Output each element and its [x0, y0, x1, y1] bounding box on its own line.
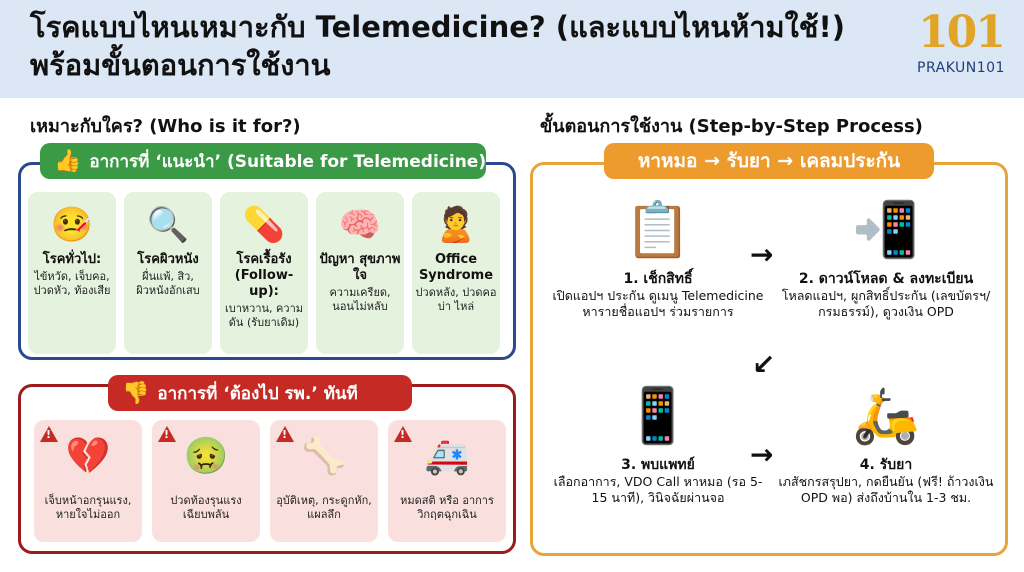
warning-icon — [158, 426, 176, 442]
arrow-down-left-icon: ↙ — [752, 348, 776, 381]
card-title: โรคผิวหนัง — [137, 252, 199, 267]
emergency-label-text: อาการที่ ‘ต้องไป รพ.’ ทันที — [157, 383, 358, 404]
delivery-scooter-icon: 🛵 — [852, 384, 920, 447]
arrow-right-icon: → — [750, 438, 774, 471]
insurance-document-search-icon: 📋 — [624, 198, 692, 261]
step-desc: โหลดแอปฯ, ผูกสิทธิ์ประกัน (เลขบัตรฯ/กรมธ… — [781, 288, 991, 319]
suitable-card-general: 🤒 โรคทั่วไป: ไข้หวัด, เจ็บคอ, ปวดหัว, ท้… — [28, 192, 116, 354]
video-call-doctor-icon: 📱 — [624, 384, 692, 447]
emergency-card-accident: 🦴 อุบัติเหตุ, กระดูกหัก, แผลลึก — [270, 420, 378, 542]
card-title: Office Syndrome — [418, 252, 494, 283]
card-title: โรคเรื้อรัง (Follow-up): — [234, 252, 294, 299]
suitable-label: 👍 อาการที่ ‘แนะนำ’ (Suitable for Telemed… — [40, 143, 486, 179]
emergency-card-unconscious: 🚑 หมดสติ หรือ อาการวิกฤตฉุกเฉิน — [388, 420, 506, 542]
step-desc: เลือกอาการ, VDO Call หาหมอ (รอ 5-15 นาที… — [553, 474, 763, 505]
flow-label: หาหมอ → รับยา → เคลมประกัน — [604, 143, 934, 179]
card-title: ปัญหา สุขภาพใจ — [319, 252, 401, 283]
left-section-heading: เหมาะกับใคร? (Who is it for?) — [30, 116, 301, 137]
step-see-doctor: 📱 3. พบแพทย์ เลือกอาการ, VDO Call หาหมอ … — [548, 376, 768, 506]
card-desc: เบาหวาน, ความดัน (รับยาเดิม) — [225, 302, 303, 329]
thumbs-down-icon: 👎 — [122, 380, 150, 406]
emergency-card-stomach: 🤢 ปวดท้องรุนแรง เฉียบพลัน — [152, 420, 260, 542]
card-title: โรคทั่วไป: — [42, 252, 102, 267]
suitable-card-chronic: 💊 โรคเรื้อรัง (Follow-up): เบาหวาน, ความ… — [220, 192, 308, 354]
broken-bone-car-icon: 🦴 — [301, 436, 347, 477]
suitable-card-mental: 🧠 ปัญหา สุขภาพใจ ความเครียด, นอนไม่หลับ — [316, 192, 404, 354]
step-desc: เปิดแอปฯ ประกัน ดูเมนู Telemedicine หารา… — [552, 288, 764, 319]
page-title: โรคแบบไหนเหมาะกับ Telemedicine? (และแบบไ… — [30, 8, 900, 84]
neck-pain-icon: 🙎 — [434, 205, 478, 245]
card-desc: ปวดท้องรุนแรง เฉียบพลัน — [170, 494, 242, 521]
ambulance-unconscious-icon: 🚑 — [424, 436, 470, 477]
step-title: 4. รับยา — [859, 457, 913, 473]
logo-text: PRAKUN101 — [917, 60, 1005, 76]
card-desc: ความเครียด, นอนไม่หลับ — [329, 286, 391, 313]
step-receive-medicine: 🛵 4. รับยา เภสัชกรสรุปยา, กดยืนยัน (ฟรี!… — [770, 376, 1002, 506]
suitable-label-text: อาการที่ ‘แนะนำ’ (Suitable for Telemedic… — [89, 151, 487, 172]
suitable-card-skin: 🔍 โรคผิวหนัง ผื่นแพ้, สิว, ผิวหนังอักเสบ — [124, 192, 212, 354]
arrow-right-icon: → — [750, 238, 774, 271]
phone-download-policy-icon: 📲 — [852, 198, 920, 261]
sick-person-thermometer-icon: 🤒 — [50, 205, 94, 245]
card-desc: อุบัติเหตุ, กระดูกหัก, แผลลึก — [276, 494, 372, 521]
card-desc: ไข้หวัด, เจ็บคอ, ปวดหัว, ท้องเสีย — [33, 270, 111, 297]
card-desc: ปวดหลัง, ปวดคอ บ่า ไหล่ — [415, 286, 497, 313]
step-title: 2. ดาวน์โหลด & ลงทะเบียน — [798, 271, 974, 287]
medicine-bp-monitor-icon: 💊 — [242, 205, 286, 245]
warning-icon — [40, 426, 58, 442]
step-title: 1. เช็กสิทธิ์ — [623, 271, 693, 287]
logo-number: 101 — [918, 7, 1006, 58]
step-download-register: 📲 2. ดาวน์โหลด & ลงทะเบียน โหลดแอปฯ, ผูก… — [770, 190, 1002, 320]
thumbs-up-icon: 👍 — [54, 148, 82, 174]
brain-question-icon: 🧠 — [338, 205, 382, 245]
emergency-label: 👎 อาการที่ ‘ต้องไป รพ.’ ทันที — [108, 375, 412, 411]
step-title: 3. พบแพทย์ — [621, 457, 695, 473]
step-check-rights: 📋 1. เช็กสิทธิ์ เปิดแอปฯ ประกัน ดูเมนู T… — [548, 190, 768, 320]
card-desc: เจ็บหน้าอกรุนแรง, หายใจไม่ออก — [44, 494, 132, 521]
suitable-card-office: 🙎 Office Syndrome ปวดหลัง, ปวดคอ บ่า ไหล… — [412, 192, 500, 354]
title-line-2: พร้อมขั้นตอนการใช้งาน — [30, 48, 331, 82]
warning-icon — [394, 426, 412, 442]
right-section-heading: ขั้นตอนการใช้งาน (Step-by-Step Process) — [540, 116, 923, 137]
skin-magnifier-icon: 🔍 — [146, 205, 190, 245]
card-desc: ผื่นแพ้, สิว, ผิวหนังอักเสบ — [136, 270, 200, 297]
title-line-1: โรคแบบไหนเหมาะกับ Telemedicine? (และแบบไ… — [30, 10, 845, 44]
chest-pain-icon: 💔 — [65, 436, 111, 477]
emergency-card-chest: 💔 เจ็บหน้าอกรุนแรง, หายใจไม่ออก — [34, 420, 142, 542]
stomach-pain-icon: 🤢 — [183, 436, 229, 477]
card-desc: หมดสติ หรือ อาการวิกฤตฉุกเฉิน — [400, 494, 494, 521]
header-banner: โรคแบบไหนเหมาะกับ Telemedicine? (และแบบไ… — [0, 0, 1024, 98]
warning-icon — [276, 426, 294, 442]
step-desc: เภสัชกรสรุปยา, กดยืนยัน (ฟรี! ถ้าวงเงิน … — [778, 474, 994, 505]
brand-logo: 101 PRAKUN101 — [906, 6, 1016, 92]
